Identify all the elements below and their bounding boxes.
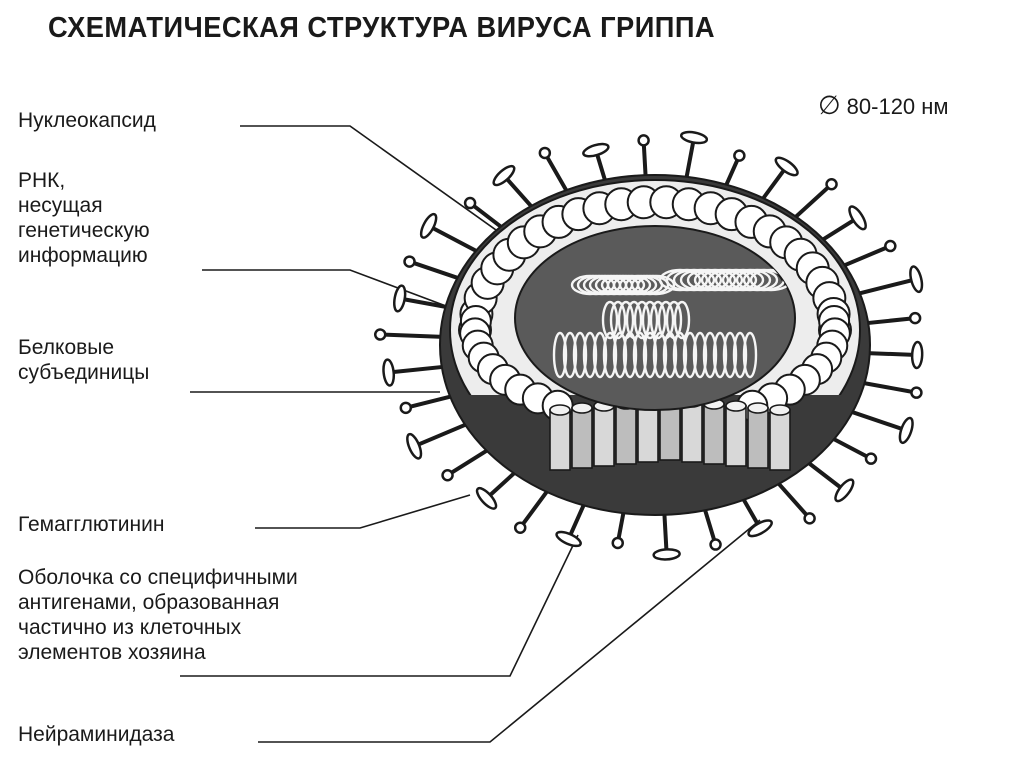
rna-coil xyxy=(617,300,635,340)
nucleocapsid-coils xyxy=(552,268,793,379)
spike xyxy=(842,265,924,300)
subunit-cylinder xyxy=(703,398,725,465)
diameter-value: 80-120 нм xyxy=(846,94,949,119)
subunit-cylinder xyxy=(571,402,593,469)
rna-coil xyxy=(692,331,708,379)
leader-line-nucleocapsid xyxy=(240,125,511,241)
rna-coil xyxy=(592,331,608,379)
leader-line-rna xyxy=(202,269,471,316)
rna-coil xyxy=(673,300,691,340)
protein-subunits xyxy=(458,185,852,422)
rna-coil xyxy=(625,300,643,340)
spike xyxy=(382,358,460,387)
rna-coil xyxy=(582,331,598,379)
rna-coil xyxy=(649,300,667,340)
rna-coil xyxy=(702,331,718,379)
label-rna: РНК, несущая генетическую информацию xyxy=(18,169,150,267)
rna-coil xyxy=(712,331,728,379)
leader-line-neuraminidase xyxy=(258,519,761,743)
rna-coil xyxy=(722,331,738,379)
rna-coil xyxy=(636,274,676,296)
rna-coil xyxy=(562,331,578,379)
subunit-cylinder xyxy=(725,400,747,467)
rna-coil xyxy=(642,331,658,379)
inner-cavity xyxy=(514,225,796,411)
rna-coil xyxy=(742,331,758,379)
rna-coil xyxy=(572,331,588,379)
protein-cylinders xyxy=(549,394,791,471)
rna-coil xyxy=(657,300,675,340)
rna-coil xyxy=(602,331,618,379)
rna-coil xyxy=(641,300,659,340)
rna-coil xyxy=(601,300,619,340)
virus-diameter-label: ∅80-120 нм xyxy=(818,90,949,121)
rna-coil xyxy=(552,331,568,379)
rna-coil xyxy=(633,300,651,340)
virus-particle xyxy=(373,130,924,561)
diameter-icon: ∅ xyxy=(818,90,841,120)
label-protein-subunits: Белковые субъединицы xyxy=(18,336,150,384)
subunit-cylinder xyxy=(747,402,769,469)
diagram-title: СХЕМАТИЧЕСКАЯ СТРУКТУРА ВИРУСА ГРИППА xyxy=(48,12,716,44)
leader-line-envelope xyxy=(180,534,579,677)
subunit-cylinder xyxy=(769,404,791,471)
subunit-cylinder xyxy=(593,400,615,467)
label-neuraminidase: Нейраминидаза xyxy=(18,723,175,746)
leader-line-hemagglutinin xyxy=(255,494,471,529)
subunit-cylinder xyxy=(549,404,571,471)
label-nucleocapsid: Нуклеокапсид xyxy=(18,109,156,132)
rna-coil xyxy=(665,300,683,340)
label-hemagglutinin: Гемагглютинин xyxy=(18,513,165,536)
label-envelope: Оболочка со специфичными антигенами, обр… xyxy=(18,566,298,664)
rna-coil xyxy=(732,331,748,379)
leader-lines xyxy=(180,125,761,743)
rna-coil xyxy=(682,331,698,379)
rna-coil xyxy=(609,300,627,340)
